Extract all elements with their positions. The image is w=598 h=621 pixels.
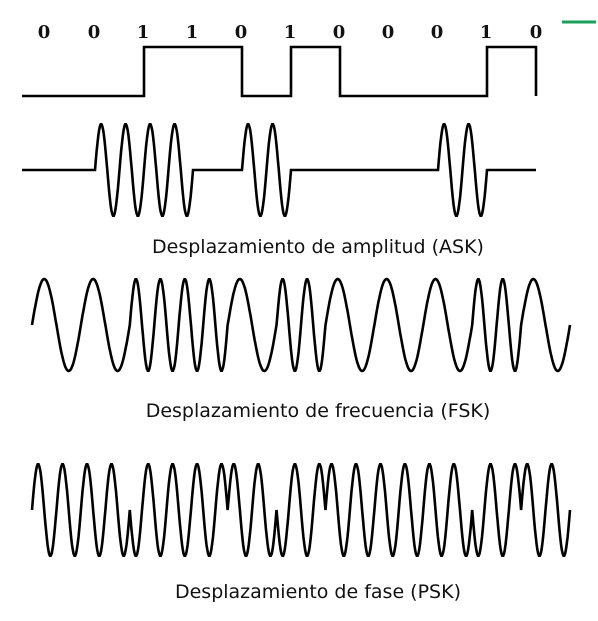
bit-label: 0 xyxy=(88,22,101,43)
bit-label: 0 xyxy=(235,22,248,43)
psk-signal-wave xyxy=(30,463,572,557)
fsk-caption: Desplazamiento de frecuencia (FSK) xyxy=(146,400,491,422)
psk-caption: Desplazamiento de fase (PSK) xyxy=(175,581,461,603)
bit-label: 1 xyxy=(137,22,150,43)
bit-sequence: 0 0 1 1 0 1 0 0 0 1 0 xyxy=(38,22,543,43)
bit-label: 1 xyxy=(480,22,493,43)
bit-label: 0 xyxy=(38,22,51,43)
bit-label: 0 xyxy=(431,22,444,43)
bit-label: 1 xyxy=(284,22,297,43)
ask-signal-wave xyxy=(22,123,536,217)
bit-label: 1 xyxy=(186,22,199,43)
bit-label: 0 xyxy=(382,22,395,43)
fsk-signal-wave xyxy=(30,277,572,373)
digital-signal-wave xyxy=(22,45,538,98)
bit-label: 0 xyxy=(333,22,346,43)
bit-label: 0 xyxy=(530,22,543,43)
ask-caption: Desplazamiento de amplitud (ASK) xyxy=(152,236,484,258)
